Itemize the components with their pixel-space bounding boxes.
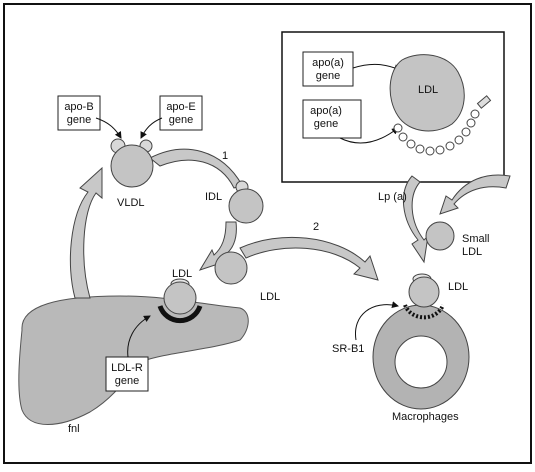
apoa-bottom-line2: gene <box>314 118 338 130</box>
ldl-liver-label: LDL <box>172 268 192 280</box>
liver-label: fnl <box>68 423 80 435</box>
ldl-receptor <box>157 305 203 324</box>
srb1-label: SR-B1 <box>332 343 364 355</box>
ldl-liver-particle <box>157 278 203 324</box>
ldlr-gene-line1: LDL-R <box>111 362 143 374</box>
apob-gene-line2: gene <box>67 114 91 126</box>
ldl-macrophage-particle <box>403 273 445 320</box>
small-ldl-line1: Small <box>462 233 490 245</box>
apoa-bottom-line1: apo(a) <box>310 105 342 117</box>
idl-label: IDL <box>205 191 222 203</box>
apoa-gene-box-top: apo(a) gene <box>302 51 354 87</box>
apoa-top-line2: gene <box>316 70 340 82</box>
arrow-ldl-to-macrophage <box>239 236 379 281</box>
lpa-ldl-label: LDL <box>418 84 438 96</box>
apoa-kringle-chain <box>393 109 480 156</box>
ldlr-arrow <box>127 315 151 358</box>
small-ldl-particle <box>425 221 455 251</box>
idl-particle <box>228 180 264 224</box>
vldl-label: VLDL <box>117 197 145 209</box>
apob-gene-line1: apo-B <box>64 101 93 113</box>
step-1-label: 1 <box>222 150 228 162</box>
apoe-gene-line2: gene <box>169 114 193 126</box>
lpa-label: Lp (a) <box>378 191 407 203</box>
ldl-mid-label: LDL <box>260 291 280 303</box>
arrow-to-small-ldl <box>439 174 511 215</box>
ldlr-gene-line2: gene <box>115 375 139 387</box>
step-2-label: 2 <box>313 221 319 233</box>
apoa-bottom-arrow <box>339 127 399 144</box>
small-ldl-line2: LDL <box>462 246 482 258</box>
srb1-receptor <box>403 304 445 320</box>
macrophages-label: Macrophages <box>392 411 459 423</box>
macrophage-nucleus <box>394 335 448 389</box>
ldl-macrophage-label: LDL <box>448 281 468 293</box>
apoa-top-line1: apo(a) <box>312 57 344 69</box>
ldl-mid-particle <box>214 251 248 285</box>
apoe-arrow <box>140 117 163 139</box>
apoa-gene-box-bottom: apo(a) gene <box>302 99 362 139</box>
lpa-ldl-particle <box>389 54 492 156</box>
outer-frame <box>3 3 532 464</box>
apob-arrow <box>95 117 122 139</box>
srb1-arrow <box>355 301 399 341</box>
ldlr-gene-box: LDL-R gene <box>105 356 149 392</box>
arrow-idl-to-ldl <box>198 221 237 271</box>
apoe-gene-line1: apo-E <box>166 101 195 113</box>
apoe-gene-box: apo-E gene <box>159 95 203 131</box>
arrow-vldl-to-idl <box>149 148 243 189</box>
apob-gene-box: apo-B gene <box>57 95 101 131</box>
vldl-particle <box>110 138 154 188</box>
arrow-lpa-down <box>402 175 429 264</box>
arrow-liver-to-vldl <box>69 166 103 299</box>
